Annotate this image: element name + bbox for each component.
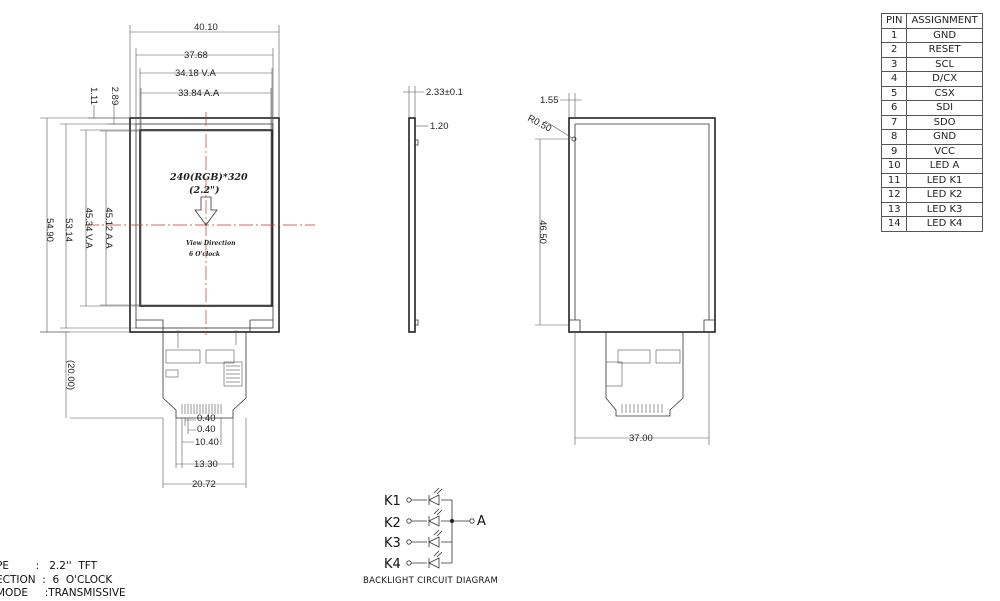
lcd-view-direction-text: View Direction: [186, 240, 235, 247]
pin-number: 4: [880, 71, 908, 87]
spec-type-line: PE : 2.2'' TFT: [0, 560, 98, 572]
pin-assignment: VCC: [906, 143, 983, 159]
module-inner-outline: [135, 123, 274, 329]
dim-side-offset: 1.20: [430, 121, 449, 132]
pin-assignment: CSX: [906, 85, 983, 101]
dim-rear-radius: R0.50: [526, 113, 554, 135]
dim-pitch-1: 0.40: [197, 413, 216, 424]
k1-label: K1: [384, 494, 401, 509]
pin-assignment: LED K3: [906, 201, 983, 217]
pin-number: 14: [880, 216, 908, 232]
pin-number: 3: [880, 56, 908, 72]
pin-assignment: GND: [906, 27, 983, 43]
led-diode-icons: [428, 487, 443, 569]
pin-assignment: SCL: [906, 56, 983, 72]
pin-assignment: SDO: [906, 114, 983, 130]
dim-overall-width: 40.10: [194, 22, 218, 33]
spec-direction-line: ECTION : 6 O'CLOCK: [0, 573, 113, 586]
dim-va-height: 45.34 V.A: [83, 208, 94, 250]
dim-side-thickness: 2.33±0.1: [426, 87, 463, 98]
dim-offset-1: 1.11: [88, 87, 99, 105]
dim-pitch-2: 0.40: [197, 424, 216, 435]
side-outline: [408, 117, 416, 333]
assignment-header: ASSIGNMENT: [906, 13, 983, 29]
pin-assignment: GND: [906, 129, 983, 145]
pin-number: 8: [880, 129, 908, 145]
dim-fpc-span: 13.30: [194, 459, 218, 470]
dim-pin-span: 10.40: [195, 437, 219, 448]
pin-assignment: LED K1: [906, 172, 983, 188]
pin-number: 9: [880, 143, 908, 159]
pin-assignment: LED K4: [906, 216, 983, 232]
lcd-view-clock-text: 6 O'clock: [189, 251, 220, 258]
k3-label: K3: [384, 536, 401, 551]
dim-overall-height: 54.90: [44, 218, 55, 242]
rear-view: 1.55 R0.50 46.50 37.00: [526, 93, 716, 445]
backlight-caption: BACKLIGHT CIRCUIT DIAGRAM: [363, 576, 498, 586]
pin-assignment: LED A: [906, 158, 983, 174]
dim-rear-offset: 1.55: [540, 95, 559, 106]
view-direction-arrow-icon: [194, 196, 218, 226]
spec-mode-line: MODE :TRANSMISSIVE: [0, 587, 126, 599]
backlight-circuit: K1 K2 K3 K4 A BACKLIGHT CIRCUIT DIAGRAM: [363, 487, 498, 586]
pin-header: PIN: [880, 13, 908, 29]
pin-number: 12: [880, 187, 908, 203]
pin-number: 2: [880, 42, 908, 58]
dim-va-width: 34.18 V.A: [175, 68, 217, 79]
pin-number: 1: [880, 27, 908, 43]
pin-number: 13: [880, 201, 908, 217]
dim-fpc-width: 20.72: [192, 479, 216, 490]
fpc-tail: [162, 330, 247, 419]
dim-width-2: 37.68: [184, 50, 208, 61]
dim-rear-width: 37.00: [629, 433, 653, 444]
pin-assignment: D/CX: [906, 71, 983, 87]
dim-height-2: 53.14: [63, 218, 74, 242]
pin-number: 10: [880, 158, 908, 174]
dim-aa-width: 33.84 A.A: [178, 88, 220, 99]
pin-number: 7: [880, 114, 908, 130]
pin-assignment: SDI: [906, 100, 983, 116]
k2-label: K2: [384, 516, 401, 531]
dim-aa-height: 45.12 A.A: [103, 207, 114, 249]
pin-number: 11: [880, 172, 908, 188]
table-header-row: PIN ASSIGNMENT: [880, 13, 983, 29]
pin-assignment: LED K2: [906, 187, 983, 203]
side-view: 2.33±0.1 1.20: [403, 86, 463, 333]
lcd-resolution-text: 240(RGB)*320: [169, 172, 248, 183]
k4-label: K4: [384, 557, 401, 572]
dim-rear-height: 46.50: [537, 220, 548, 244]
pin-number: 6: [880, 100, 908, 116]
front-view: 240(RGB)*320 (2.2") View Direction 6 O'c…: [40, 22, 315, 490]
anode-label: A: [477, 514, 486, 529]
lcd-size-text: (2.2"): [189, 185, 219, 196]
rear-outline: [568, 117, 716, 333]
pin-assignment: RESET: [906, 42, 983, 58]
dim-offset-2: 2.89: [109, 87, 120, 106]
dim-fpc-length: (20.00): [65, 360, 76, 390]
pin-number: 5: [880, 85, 908, 101]
fpc-contact-pins: [181, 404, 222, 414]
